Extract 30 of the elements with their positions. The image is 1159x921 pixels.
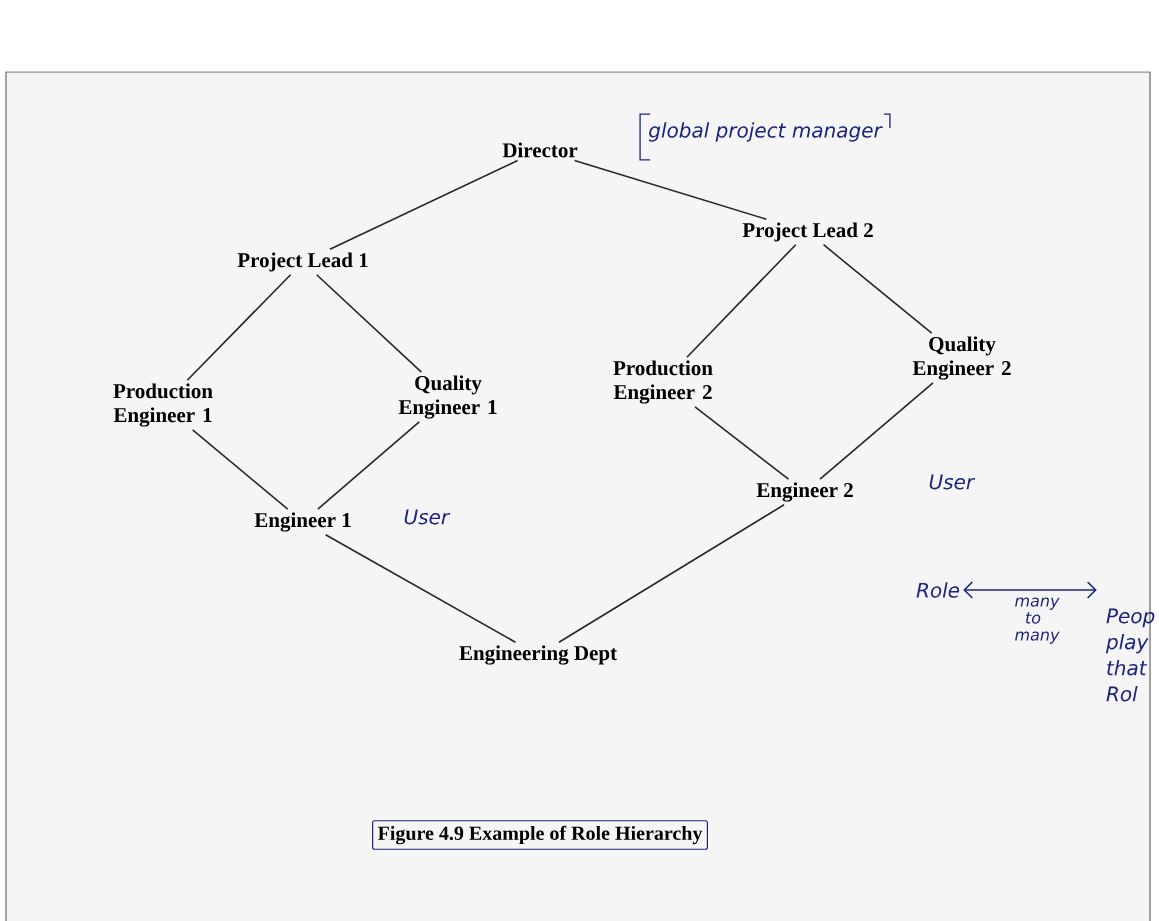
role-label: Production Engineer 2: [613, 360, 713, 404]
handwritten-note: Peop play that Rol: [1105, 608, 1155, 702]
connector-line: [573, 159, 768, 221]
role-label: Engineer 1: [254, 512, 351, 532]
handwritten-note: global project manager: [639, 113, 891, 161]
connector-line: [317, 421, 421, 510]
connector-line: [315, 273, 423, 373]
role-label: Director: [502, 142, 578, 158]
role-label: Project Lead 2: [742, 222, 873, 242]
role-label: Quality Engineer 2: [912, 336, 1011, 380]
connector-line: [186, 273, 292, 381]
handwritten-note: Role: [916, 582, 960, 598]
connector-line: [329, 159, 519, 251]
handwritten-note: User: [404, 509, 451, 525]
caption: Figure 4.9 Example of Role Hierarchy: [372, 820, 708, 850]
connector-line: [191, 429, 289, 510]
connector-line: [819, 382, 934, 480]
connector-line: [686, 243, 797, 358]
handwritten-note: User: [929, 474, 976, 490]
connector-line: [822, 243, 933, 334]
role-label: Project Lead 1: [237, 252, 368, 272]
role-label: Engineering Dept: [459, 645, 617, 665]
edge-label: many to many: [1015, 597, 1060, 644]
connector-line: [324, 534, 517, 643]
connector-line: [694, 406, 790, 480]
role-label: Production Engineer 1: [113, 383, 213, 427]
role-label: Quality Engineer 1: [398, 375, 497, 419]
double-arrow: [963, 581, 1097, 599]
connector-line: [558, 504, 785, 643]
role-label: Engineer 2: [756, 482, 853, 502]
